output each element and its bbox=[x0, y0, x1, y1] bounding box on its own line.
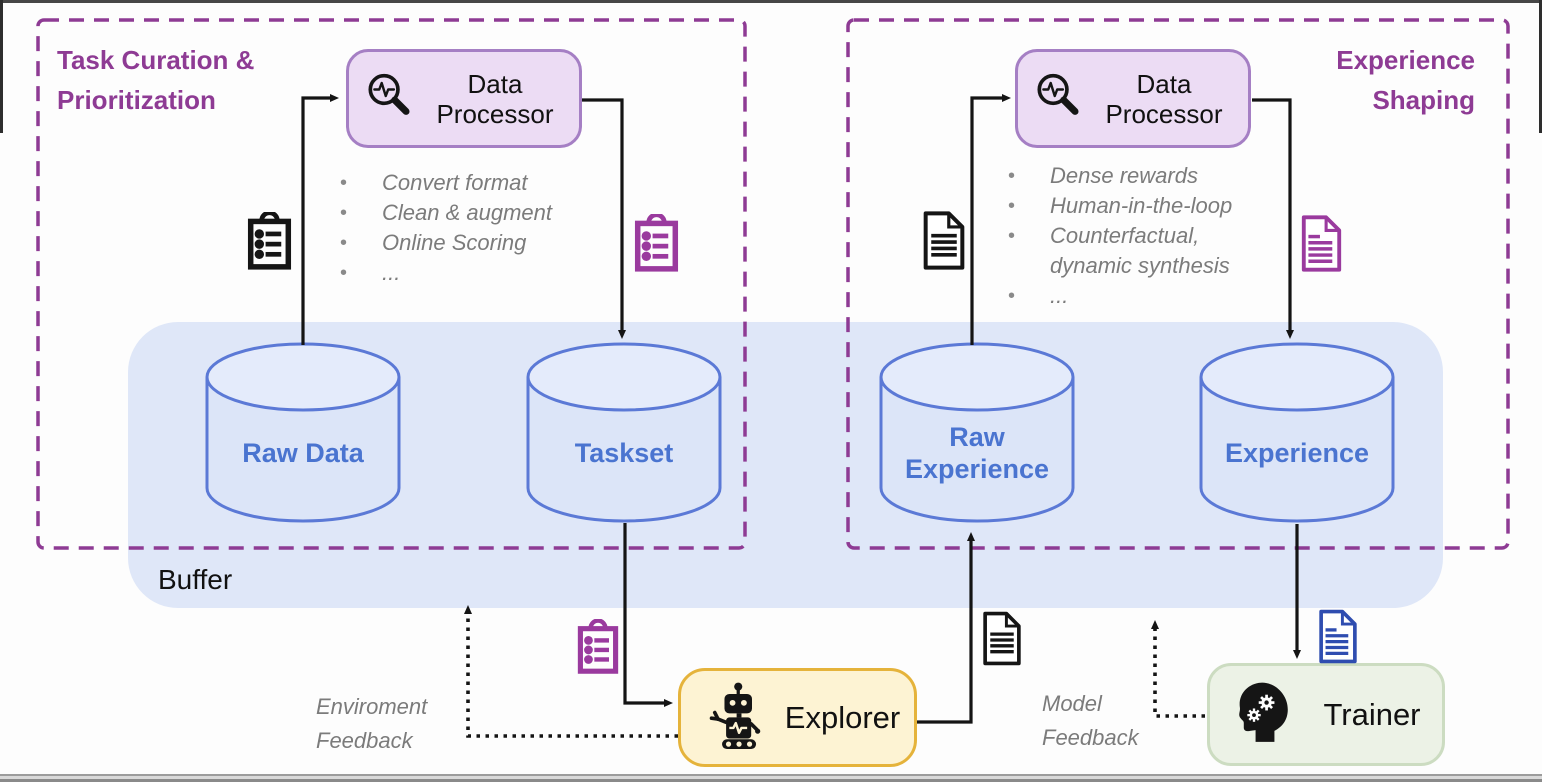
bullet-dot: • bbox=[1008, 195, 1016, 217]
frame-top-edge bbox=[0, 0, 1542, 3]
cylinder-shape bbox=[1199, 342, 1395, 523]
datastore-label: Taskset bbox=[574, 438, 674, 468]
datastore-label: Experience bbox=[1224, 438, 1370, 468]
bullet-dot: • bbox=[340, 202, 348, 224]
arrow-rawexperience-to-processor bbox=[970, 94, 1011, 345]
trainer-box: Trainer bbox=[1207, 663, 1445, 766]
list-item: • Dense rewards bbox=[1008, 161, 1328, 191]
head-gears-icon bbox=[1232, 679, 1298, 750]
list-item: • Clean & augment bbox=[340, 198, 640, 228]
processor-notes-right: • Dense rewards • Human-in-the-loop • Co… bbox=[1008, 161, 1328, 311]
document-icon bbox=[1316, 608, 1360, 670]
document-icon bbox=[920, 211, 968, 275]
model-feedback-label: Model Feedback bbox=[1042, 691, 1139, 750]
gear bbox=[1247, 694, 1275, 722]
list-item: • Online Scoring bbox=[340, 228, 640, 258]
datastore-raw-experience: Raw Experience bbox=[878, 341, 1076, 525]
datastore-raw-data: Raw Data bbox=[204, 341, 402, 525]
cylinder-shape bbox=[526, 342, 722, 523]
datastore-label: Raw Data bbox=[242, 438, 364, 468]
trainer-label: Trainer bbox=[1323, 696, 1421, 732]
frame-right-edge bbox=[1539, 0, 1542, 133]
magnifier-pulse-icon bbox=[1032, 70, 1084, 127]
magnifier-pulse-icon bbox=[363, 70, 415, 127]
data-processor-label: Data Processor bbox=[436, 68, 554, 129]
bullet-dot: • bbox=[1008, 285, 1016, 307]
bullet-dot: • bbox=[340, 262, 348, 284]
arrow-model-feedback bbox=[1151, 620, 1205, 718]
explorer-label: Explorer bbox=[784, 699, 901, 735]
frame-left-edge bbox=[0, 0, 3, 133]
datastore-label: Raw Experience bbox=[904, 422, 1050, 484]
clipboard-list-icon bbox=[246, 210, 293, 275]
robot-icon bbox=[701, 681, 769, 754]
section-title-experience-shaping: Experience Shaping bbox=[1336, 45, 1475, 115]
data-processor-label: Data Processor bbox=[1105, 68, 1223, 129]
bullet-dot: • bbox=[1008, 165, 1016, 187]
data-processor-box-right: Data Processor bbox=[1015, 49, 1251, 148]
bullet-dot: • bbox=[340, 172, 348, 194]
document-icon bbox=[980, 610, 1024, 672]
datastore-experience: Experience bbox=[1198, 341, 1396, 525]
processor-notes-left: • Convert format • Clean & augment • Onl… bbox=[340, 168, 640, 288]
explorer-box: Explorer bbox=[678, 668, 917, 767]
datastore-taskset: Taskset bbox=[525, 341, 723, 525]
buffer-label: Buffer bbox=[158, 564, 233, 595]
bullet-dot: • bbox=[340, 232, 348, 254]
list-item: • ... bbox=[340, 258, 640, 288]
environment-feedback-label: Enviroment Feedback bbox=[316, 694, 428, 753]
arrow-rawdata-to-processor bbox=[301, 94, 339, 345]
clipboard-list-icon bbox=[633, 212, 680, 277]
document-icon bbox=[1298, 215, 1345, 277]
list-item: • Convert format bbox=[340, 168, 640, 198]
frame-bottom-edge bbox=[0, 774, 1542, 782]
clipboard-list-icon bbox=[576, 618, 620, 680]
list-item: • Human-in-the-loop bbox=[1008, 191, 1328, 221]
data-processor-box-left: Data Processor bbox=[346, 49, 582, 148]
arrow-environment-feedback bbox=[464, 605, 678, 738]
list-item: • Counterfactual, dynamic synthesis bbox=[1008, 223, 1230, 278]
section-title-task-curation: Task Curation & Prioritization bbox=[57, 45, 255, 115]
cylinder-shape bbox=[205, 342, 401, 523]
bullet-dot: • bbox=[1008, 225, 1016, 247]
list-item: • ... bbox=[1008, 281, 1328, 311]
